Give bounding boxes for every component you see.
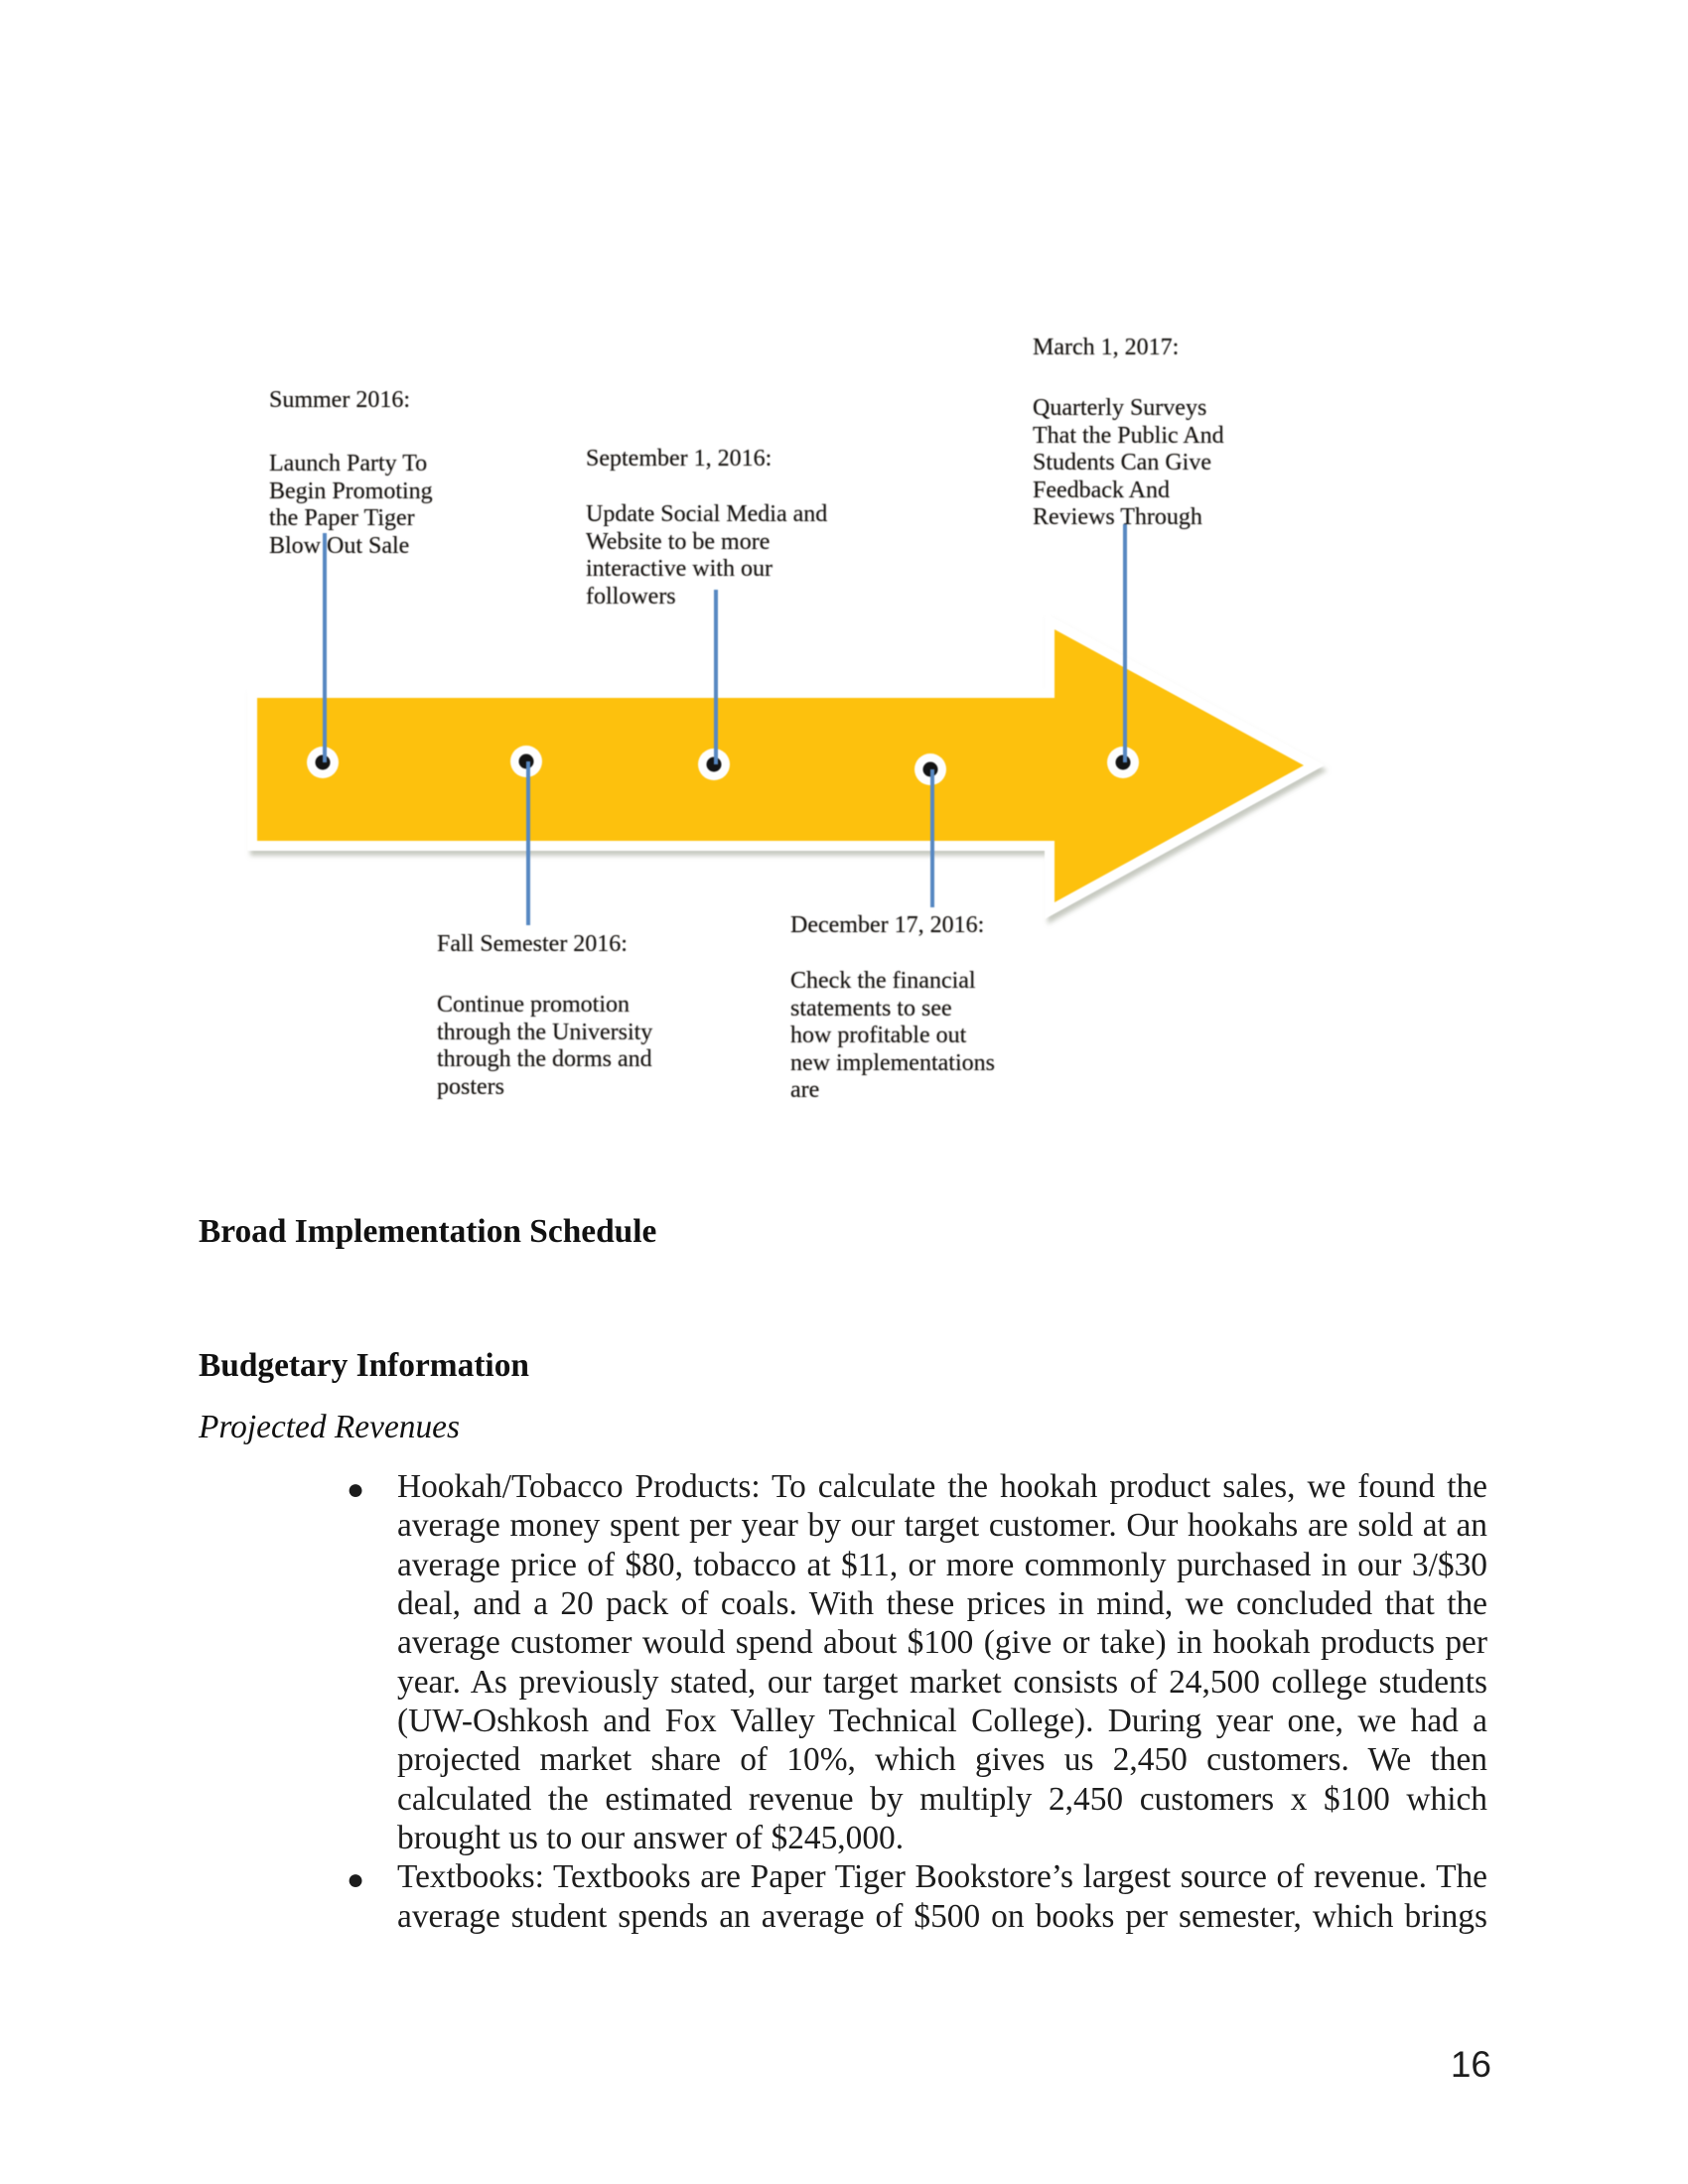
timeline-label-body: Launch Party To Begin Promoting the Pape… xyxy=(269,451,433,559)
page-number: 16 xyxy=(1450,2044,1491,2085)
bullet-list: Hookah/Tobacco Products: To calculate th… xyxy=(397,1467,1487,1936)
timeline-label-september-1-2016: September 1, 2016: Update Social Media a… xyxy=(586,446,827,611)
bullet-item-hookah: Hookah/Tobacco Products: To calculate th… xyxy=(397,1468,1487,1856)
timeline-label-body: Update Social Media and Website to be mo… xyxy=(586,501,828,610)
connector-lines xyxy=(323,524,1127,925)
bullet-marker: ● xyxy=(347,1473,365,1506)
bullet-item-textbooks: Textbooks: Textbooks are Paper Tiger Boo… xyxy=(397,1858,1487,1935)
timeline-figure: Summer 2016: Launch Party To Begin Promo… xyxy=(247,335,1325,1105)
timeline-label-heading: Fall Semester 2016: xyxy=(437,931,628,957)
timeline-label-heading: Summer 2016: xyxy=(269,387,410,413)
timeline-arrow-graphic xyxy=(247,524,1325,925)
timeline-label-heading: December 17, 2016: xyxy=(790,912,985,938)
timeline-label-december-17-2016: December 17, 2016: Check the financial s… xyxy=(790,912,995,1105)
bullet-marker: ● xyxy=(347,1863,365,1896)
timeline-label-body: Check the financial statements to see ho… xyxy=(790,968,995,1103)
timeline-label-body: Quarterly Surveys That the Public And St… xyxy=(1033,395,1224,530)
timeline-label-fall-semester-2016: Fall Semester 2016: Continue promotion t… xyxy=(437,931,652,1101)
arrow-shape xyxy=(247,613,1325,919)
timeline-label-summer-2016: Summer 2016: Launch Party To Begin Promo… xyxy=(269,387,433,560)
timeline-label-heading: September 1, 2016: xyxy=(586,446,773,472)
heading-budgetary-information: Budgetary Information xyxy=(199,1347,529,1384)
timeline-label-heading: March 1, 2017: xyxy=(1033,335,1180,360)
timeline-label-march-1-2017: March 1, 2017: Quarterly Surveys That th… xyxy=(1033,335,1224,532)
heading-broad-implementation-schedule: Broad Implementation Schedule xyxy=(199,1213,657,1250)
subheading-projected-revenues: Projected Revenues xyxy=(199,1409,460,1445)
timeline-label-body: Continue promotion through the Universit… xyxy=(437,992,653,1100)
